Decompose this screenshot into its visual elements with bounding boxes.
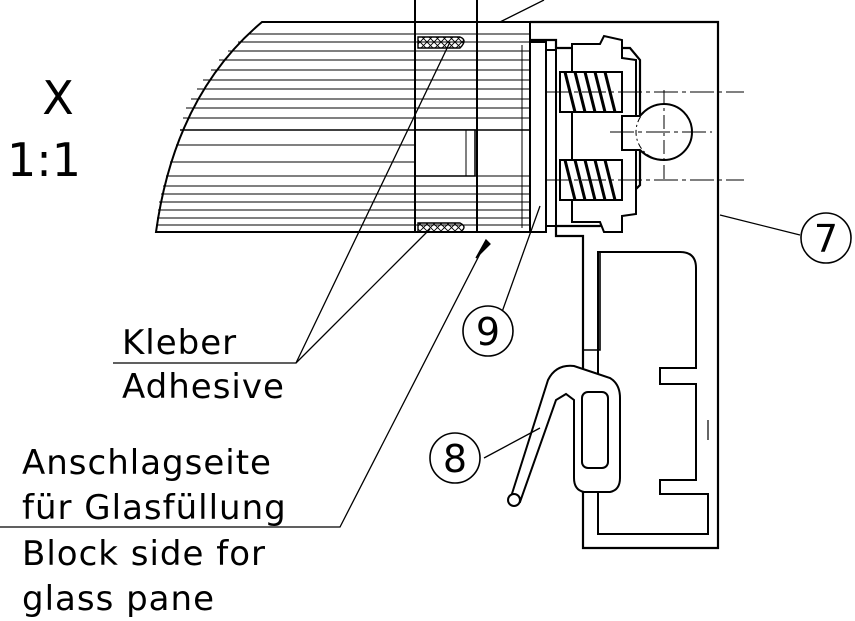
callout-8: 8 <box>429 432 481 484</box>
callout-9: 9 <box>462 305 514 357</box>
svg-text:8: 8 <box>443 437 467 481</box>
label-block-side-de-1: Anschlagseite <box>22 443 272 483</box>
view-letter: X <box>42 71 74 125</box>
label-block-side-en-1: Block side for <box>22 534 266 574</box>
bead-seal <box>507 364 621 507</box>
svg-text:9: 9 <box>476 310 500 354</box>
screw-fastener <box>546 34 744 233</box>
svg-text:7: 7 <box>814 217 838 261</box>
callout-7: 7 <box>800 212 852 264</box>
label-adhesive-de: Kleber <box>122 323 237 363</box>
label-block-side-en-2: glass pane <box>22 579 215 619</box>
leader-lines <box>0 0 801 528</box>
glass-pane <box>154 0 531 233</box>
label-adhesive-en: Adhesive <box>122 367 285 407</box>
view-scale: 1:1 <box>7 133 81 187</box>
label-block-side-de-2: für Glasfüllung <box>22 488 287 528</box>
spacer-profile <box>529 41 557 233</box>
